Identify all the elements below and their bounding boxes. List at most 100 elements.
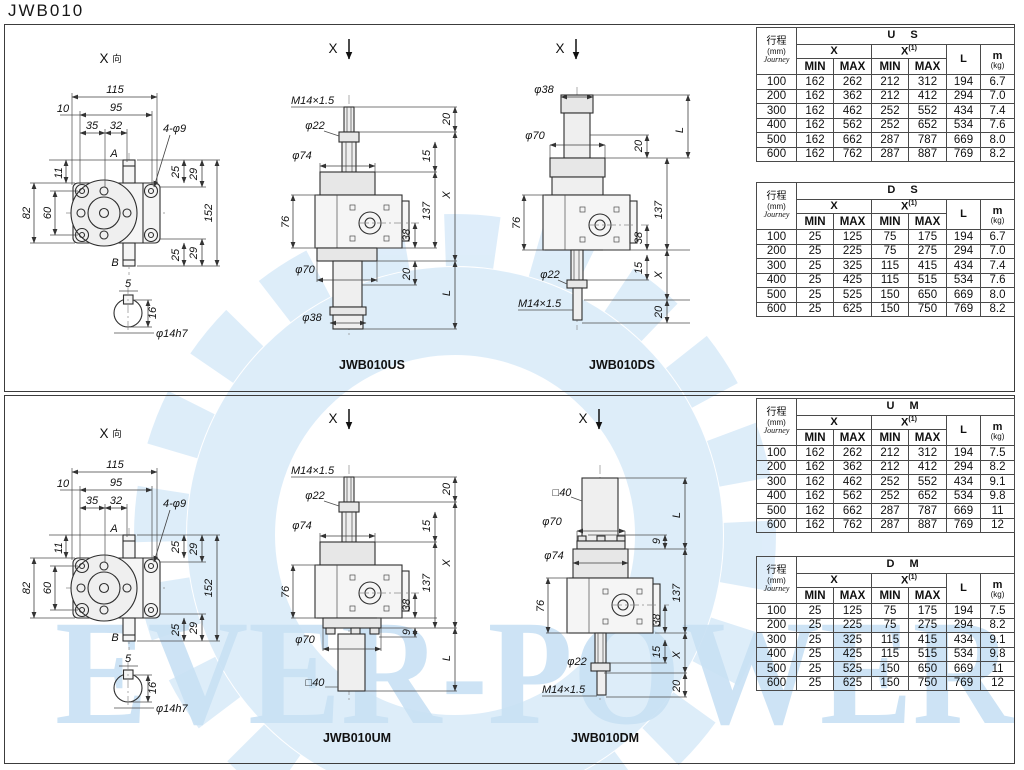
table-title: D M <box>795 556 1016 574</box>
table-cell: 750 <box>908 301 947 318</box>
col-x1-base: X <box>901 416 909 429</box>
col-max: MAX <box>908 587 947 605</box>
table-cell: 650 <box>908 661 947 677</box>
col-max: MAX <box>908 429 947 447</box>
table-cell: 312 <box>908 74 947 90</box>
table-cell: 434 <box>946 474 981 490</box>
table-cell: 425 <box>833 272 872 289</box>
table-cell: 534 <box>946 646 981 663</box>
dim-label: 25 <box>170 248 182 262</box>
dim-label: 29 <box>188 543 200 556</box>
table-cell: 162 <box>796 103 834 119</box>
table-title: U S <box>795 27 1016 45</box>
table-cell: 287 <box>871 503 909 519</box>
table-cell: 769 <box>946 517 981 534</box>
table-cell: 562 <box>833 117 872 134</box>
table-cell: 115 <box>871 632 909 648</box>
port-b-label: B <box>111 632 118 644</box>
table-cell: 8.2 <box>979 459 1016 476</box>
table-cell: 562 <box>833 488 872 505</box>
col-max: MAX <box>908 213 947 231</box>
dim-label: 152 <box>203 579 215 597</box>
table-cell: 750 <box>908 675 947 692</box>
table-cell: 162 <box>796 74 834 90</box>
dim-label: 29 <box>188 622 200 635</box>
dim-label: X <box>441 559 453 568</box>
table-cell: 287 <box>871 132 909 148</box>
dim-label: 35 <box>86 495 99 507</box>
table-cell: 162 <box>796 88 834 105</box>
table-cell: 762 <box>833 146 872 163</box>
dia-label: φ70 <box>542 516 562 528</box>
table-cell: 500 <box>756 661 797 677</box>
table-cell: 8.0 <box>979 132 1016 148</box>
table-cell: 162 <box>796 488 834 505</box>
square-label: □40 <box>306 677 326 689</box>
table-cell: 162 <box>796 445 834 461</box>
dim-label: 76 <box>280 585 292 598</box>
dim-label: 32 <box>110 495 122 507</box>
dim-label: 115 <box>106 459 124 471</box>
table-cell: 125 <box>833 603 872 619</box>
thread-label: M14×1.5 <box>291 465 335 477</box>
table-cell: 525 <box>833 287 872 303</box>
dim-label: 5 <box>125 278 132 290</box>
table-cell: 669 <box>946 132 981 148</box>
table-cell: 194 <box>946 74 981 90</box>
table-cell: 150 <box>871 675 909 692</box>
col-m-base: m <box>992 204 1003 217</box>
table-cell: 212 <box>871 445 909 461</box>
table-cell: 287 <box>871 146 909 163</box>
table-cell: 8.2 <box>979 617 1016 634</box>
table-cell: 600 <box>756 675 797 692</box>
dim-label: 95 <box>110 102 123 114</box>
table-cell: 662 <box>833 503 872 519</box>
dim-label: 15 <box>421 519 433 532</box>
port-a-label: A <box>109 148 117 160</box>
table-cell: 25 <box>796 661 834 677</box>
table-cell: 769 <box>946 675 981 692</box>
dim-label: 38 <box>651 613 663 626</box>
col-x: X <box>796 414 872 431</box>
col-m-unit: (kg) <box>990 589 1005 599</box>
dim-label: 20 <box>633 139 645 153</box>
table-cell: 11 <box>979 661 1016 677</box>
journey-en: Journey <box>763 426 790 436</box>
col-min: MIN <box>796 58 834 76</box>
dim-label: 11 <box>53 167 65 178</box>
table-cell: 552 <box>908 103 947 119</box>
col-m-base: m <box>992 420 1003 433</box>
dia-label: φ74 <box>292 150 311 162</box>
table-cell: 500 <box>756 287 797 303</box>
table-cell: 294 <box>946 617 981 634</box>
dim-label: 5 <box>125 653 132 665</box>
journey-zh: 行程 <box>766 191 787 203</box>
table-cell: 8.2 <box>979 146 1016 163</box>
table-cell: 525 <box>833 661 872 677</box>
table-cell: 275 <box>908 243 947 260</box>
table-cell: 500 <box>756 132 797 148</box>
table-cell: 312 <box>908 445 947 461</box>
table-cell: 294 <box>946 243 981 260</box>
table-cell: 762 <box>833 517 872 534</box>
table-cell: 669 <box>946 287 981 303</box>
drawing-jwb010us: X M14×1.5 φ22 φ74 76 <box>265 35 495 387</box>
table-cell: 515 <box>908 646 947 663</box>
table-cell: 325 <box>833 258 872 274</box>
page-title: JWB010 <box>8 1 85 20</box>
dim-label: 25 <box>170 165 182 179</box>
dia-label: φ74 <box>544 550 563 562</box>
table-cell: 625 <box>833 301 872 318</box>
table-cell: 25 <box>796 272 834 289</box>
table-cell: 887 <box>908 517 947 534</box>
table-cell: 252 <box>871 103 909 119</box>
dim-label: 20 <box>441 112 453 126</box>
table-cell: 12 <box>979 517 1016 534</box>
col-x1-sup: (1) <box>908 574 917 581</box>
